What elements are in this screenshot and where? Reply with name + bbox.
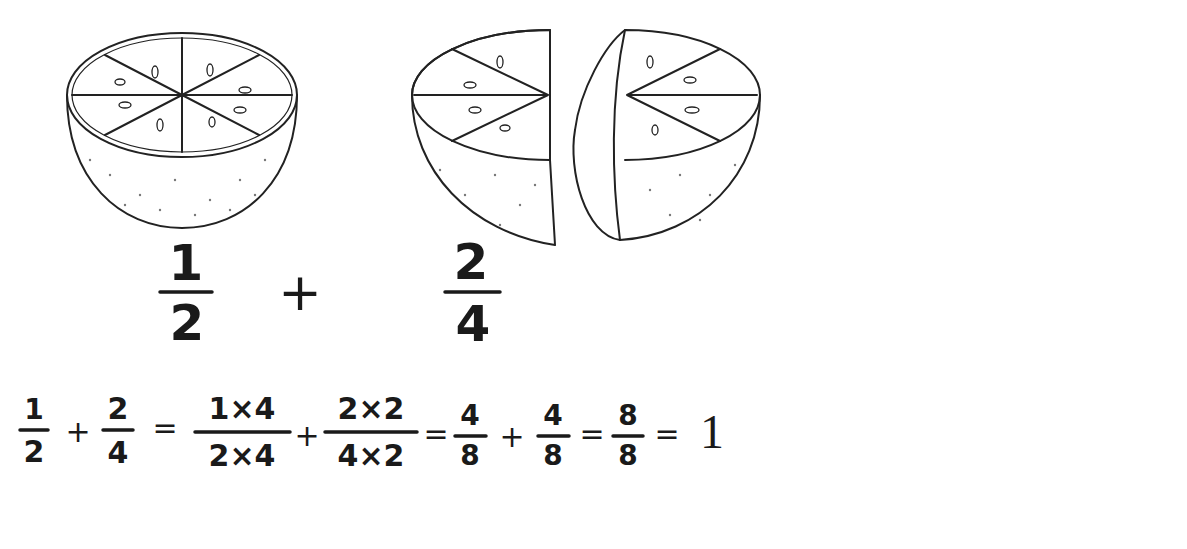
fraction-denominator: 2	[24, 437, 45, 467]
fraction-bar	[160, 290, 212, 294]
math-operator: +	[278, 266, 322, 318]
math-operator: +	[294, 421, 319, 451]
fraction-denominator: 4	[456, 299, 491, 349]
math-operator: +	[65, 417, 90, 447]
fraction-bar	[103, 428, 133, 432]
fraction-bar	[325, 430, 417, 434]
fraction-numerator: 2	[454, 237, 489, 287]
fraction-numerator: 4	[460, 402, 479, 430]
fraction-denominator: 2×4	[209, 441, 276, 471]
seeds	[115, 64, 251, 131]
cut-face	[614, 30, 625, 240]
fraction-numerator: 2	[108, 394, 129, 424]
fraction-denominator: 2	[170, 298, 205, 348]
fraction-denominator: 4×2	[338, 441, 405, 471]
orange-pith	[72, 38, 292, 152]
half-orange	[67, 33, 297, 228]
orange-peel	[573, 30, 760, 240]
math-operator: =	[654, 419, 679, 449]
math-operator: =	[152, 413, 177, 443]
math-operator: =	[579, 419, 604, 449]
fraction-denominator: 8	[618, 442, 637, 470]
seeds	[464, 56, 510, 131]
fraction-bars	[20, 292, 643, 436]
seeds	[647, 56, 699, 135]
fraction-numerator: 4	[543, 402, 562, 430]
segment-lines	[627, 49, 757, 141]
result-number: 1	[700, 408, 724, 456]
fraction-bar	[613, 434, 643, 438]
fraction-denominator: 8	[543, 442, 562, 470]
fraction-bar	[538, 434, 569, 438]
fraction-numerator: 1	[169, 238, 204, 288]
peel-texture	[89, 159, 736, 226]
fraction-denominator: 4	[108, 438, 129, 468]
fraction-bar	[455, 434, 486, 438]
fraction-bar	[445, 290, 500, 294]
orange-rim	[412, 30, 550, 160]
fraction-numerator: 8	[618, 402, 637, 430]
fraction-numerator: 1×4	[209, 394, 276, 424]
orange-rim	[67, 33, 297, 157]
segment-lines	[72, 38, 292, 152]
orange-peel	[412, 30, 555, 245]
math-operator: +	[499, 422, 524, 452]
fraction-bar	[20, 428, 48, 432]
quarter-orange	[412, 30, 555, 245]
fraction-numerator: 1	[24, 396, 43, 424]
fraction-numerator: 2×2	[338, 394, 405, 424]
math-operator: =	[423, 419, 448, 449]
quarter-orange	[573, 30, 760, 240]
fraction-denominator: 8	[460, 442, 479, 470]
segment-lines	[414, 49, 548, 141]
fraction-bar	[195, 430, 290, 434]
